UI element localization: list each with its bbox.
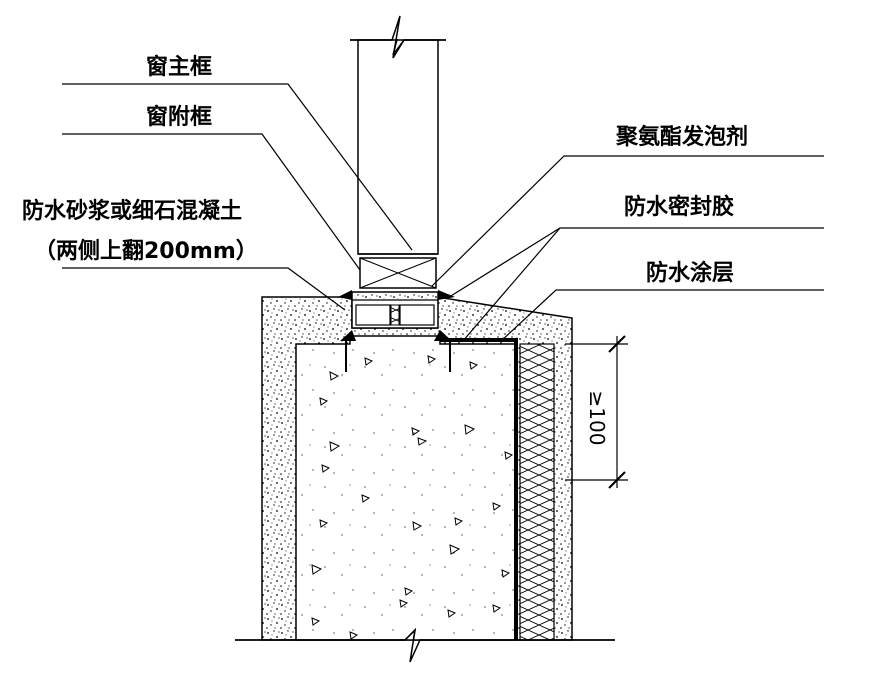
concrete-aggregate: [311, 355, 514, 640]
label-sub-frame: 窗附框: [146, 104, 212, 130]
anchor-fasteners: [345, 338, 451, 372]
insulation-layer: [519, 343, 555, 641]
label-coating: 防水涂层: [646, 260, 734, 286]
waterproof-coating: [440, 338, 518, 640]
leader-lines: [62, 83, 824, 343]
dimension-marker: [565, 335, 628, 489]
label-main-frame: 窗主框: [146, 54, 212, 80]
label-mortar-line1: 防水砂浆或细石混凝土: [22, 198, 242, 224]
sealant-joints: [338, 290, 455, 341]
label-sealant: 防水密封胶: [624, 194, 734, 220]
label-mortar-line2: （两侧上翻200mm）: [34, 239, 258, 264]
window-main-frame: [350, 15, 446, 289]
dimension-label: ≥100: [585, 391, 609, 446]
label-foam: 聚氨酯发泡剂: [615, 124, 748, 150]
window-sub-frame: [351, 291, 439, 329]
